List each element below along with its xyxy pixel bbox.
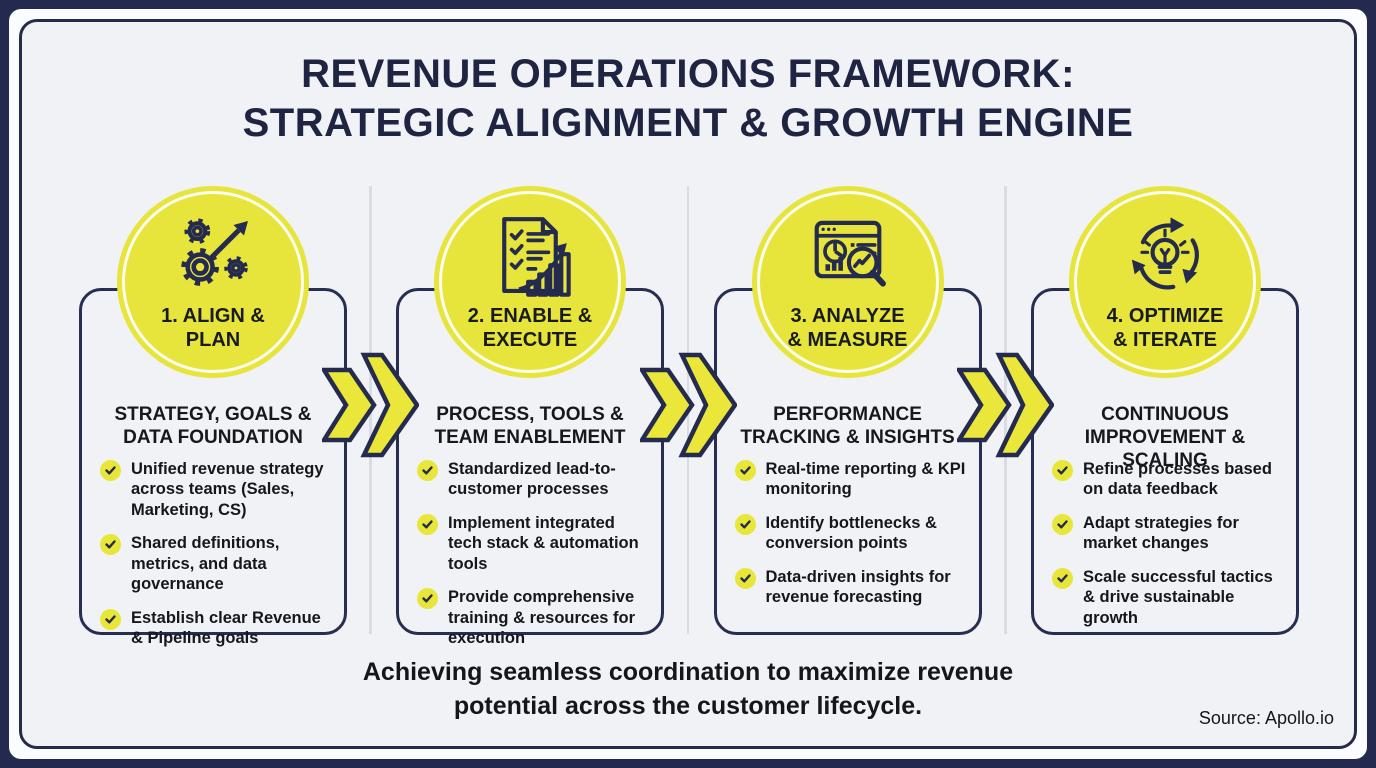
list-item: Identify bottlenecks & conversion points bbox=[734, 513, 969, 554]
check-icon bbox=[417, 513, 438, 535]
gears-growth-arrow-icon bbox=[167, 210, 259, 302]
bullet-text: Shared definitions, metrics, and data go… bbox=[131, 534, 280, 594]
stage-4-column: CONTINUOUS IMPROVEMENT & SCALING Refine … bbox=[1006, 0, 1324, 768]
bullet-text: Identify bottlenecks & conversion points bbox=[765, 513, 937, 553]
stage-1-subtitle: STRATEGY, GOALS & DATA FOUNDATION bbox=[114, 404, 312, 449]
stage-4-card: CONTINUOUS IMPROVEMENT & SCALING Refine … bbox=[1031, 288, 1299, 635]
stage-1-card: STRATEGY, GOALS & DATA FOUNDATION Unifie… bbox=[79, 288, 347, 647]
list-item: Real-time reporting & KPI monitoring bbox=[734, 459, 969, 500]
check-icon bbox=[734, 567, 756, 589]
bullet-text: Establish clear Revenue & Pipeline goals bbox=[131, 608, 321, 648]
lightbulb-cycle-icon bbox=[1119, 210, 1211, 302]
bullet-text: Adapt strategies for market changes bbox=[1083, 513, 1239, 553]
bullet-text: Standardized lead-to-customer processes bbox=[448, 460, 616, 499]
stage-3-bullets: Real-time reporting & KPI monitoring Ide… bbox=[734, 459, 969, 621]
bullet-text: Unified revenue strategy across teams (S… bbox=[131, 460, 324, 519]
check-icon bbox=[734, 513, 756, 535]
next-stage-arrow-icon bbox=[322, 352, 419, 458]
stage-2-label: 2. ENABLE & EXECUTE bbox=[467, 305, 593, 351]
checklist-growth-chart-icon bbox=[484, 210, 576, 302]
stage-3-card: PERFORMANCE TRACKING & INSIGHTS Real-tim… bbox=[713, 288, 982, 635]
list-item: Refine processes based on data feedback bbox=[1052, 459, 1286, 500]
check-icon bbox=[417, 460, 438, 481]
stage-4-circle: 4. OPTIMIZE & ITERATE bbox=[1069, 186, 1261, 378]
list-item: Unified revenue strategy across teams (S… bbox=[100, 459, 334, 520]
check-icon bbox=[1052, 567, 1073, 589]
source-attribution: Source: Apollo.io bbox=[1198, 708, 1334, 728]
check-icon bbox=[100, 460, 121, 481]
check-icon bbox=[100, 534, 121, 556]
list-item: Scale successful tactics & drive sustain… bbox=[1052, 567, 1286, 628]
list-item: Standardized lead-to-customer processes bbox=[417, 459, 651, 500]
stage-3-circle: 3. ANALYZE & MEASURE bbox=[751, 186, 944, 378]
check-icon bbox=[417, 588, 438, 610]
stage-2-subtitle: PROCESS, TOOLS & TEAM ENABLEMENT bbox=[434, 404, 626, 449]
bullet-text: Scale successful tactics & drive sustain… bbox=[1083, 567, 1273, 627]
bullet-text: Implement integrated tech stack & automa… bbox=[448, 513, 639, 573]
next-stage-arrow-icon bbox=[957, 352, 1054, 458]
stage-4-subtitle: CONTINUOUS IMPROVEMENT & SCALING bbox=[1084, 404, 1246, 472]
stage-2-bullets: Standardized lead-to-customer processes … bbox=[417, 459, 651, 662]
stage-1-column: STRATEGY, GOALS & DATA FOUNDATION Unifie… bbox=[54, 0, 372, 768]
stage-3-subtitle: PERFORMANCE TRACKING & INSIGHTS bbox=[740, 404, 955, 449]
stage-2-column: PROCESS, TOOLS & TEAM ENABLEMENT Standar… bbox=[371, 0, 689, 768]
stage-1-bullets: Unified revenue strategy across teams (S… bbox=[100, 459, 334, 662]
footer-tagline: Achieving seamless coordination to maxim… bbox=[0, 656, 1376, 724]
list-item: Establish clear Revenue & Pipeline goals bbox=[100, 608, 334, 649]
title-line-1: REVENUE OPERATIONS FRAMEWORK: bbox=[301, 52, 1075, 96]
next-stage-arrow-icon bbox=[639, 352, 737, 458]
stage-3-label: 3. ANALYZE & MEASURE bbox=[787, 305, 908, 351]
stage-4-bullets: Refine processes based on data feedback … bbox=[1052, 459, 1286, 641]
list-item: Data-driven insights for revenue forecas… bbox=[734, 567, 969, 608]
list-item: Shared definitions, metrics, and data go… bbox=[100, 533, 334, 594]
dashboard-magnifier-icon bbox=[802, 210, 894, 302]
page-title: REVENUE OPERATIONS FRAMEWORK: STRATEGIC … bbox=[0, 50, 1376, 148]
bullet-text: Provide comprehensive training & resourc… bbox=[448, 588, 636, 648]
check-icon bbox=[734, 460, 756, 481]
stage-4-label: 4. OPTIMIZE & ITERATE bbox=[1106, 305, 1224, 351]
title-line-2: STRATEGIC ALIGNMENT & GROWTH ENGINE bbox=[242, 100, 1134, 145]
check-icon bbox=[1052, 460, 1073, 481]
stage-3-column: PERFORMANCE TRACKING & INSIGHTS Real-tim… bbox=[689, 0, 1007, 768]
stage-1-label: 1. ALIGN & PLAN bbox=[161, 305, 265, 351]
bullet-text: Refine processes based on data feedback bbox=[1083, 460, 1272, 499]
bullet-text: Data-driven insights for revenue forecas… bbox=[765, 567, 951, 607]
list-item: Adapt strategies for market changes bbox=[1052, 513, 1286, 554]
check-icon bbox=[1052, 513, 1073, 535]
list-item: Implement integrated tech stack & automa… bbox=[417, 513, 651, 574]
bullet-text: Real-time reporting & KPI monitoring bbox=[765, 460, 966, 499]
list-item: Provide comprehensive training & resourc… bbox=[417, 587, 651, 648]
check-icon bbox=[100, 608, 121, 630]
stage-2-circle: 2. ENABLE & EXECUTE bbox=[434, 186, 626, 378]
tagline-text: Achieving seamless coordination to maxim… bbox=[362, 658, 1014, 720]
stage-1-circle: 1. ALIGN & PLAN bbox=[117, 186, 309, 378]
